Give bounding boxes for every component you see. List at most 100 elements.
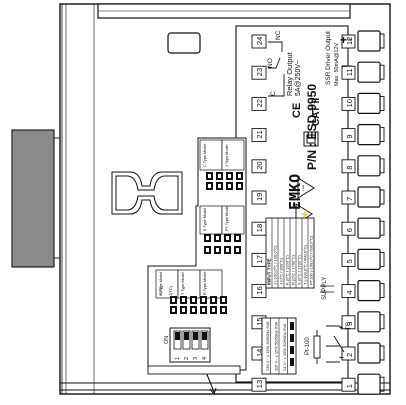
ce-mark: CE — [291, 103, 303, 118]
brand-name: EMKO — [286, 174, 304, 210]
terminal-box — [251, 65, 267, 80]
jumper-box — [221, 139, 245, 171]
screw-terminal — [357, 280, 381, 302]
warning-triangle-icon — [297, 177, 315, 199]
terminal-box — [341, 96, 356, 111]
side-connector-block — [11, 129, 55, 268]
terminal-box — [341, 190, 356, 205]
screw-terminal-column — [357, 30, 385, 395]
terminal-number: 19 — [255, 193, 264, 201]
input-table-row: J (0°C / 800°C) — [279, 257, 284, 285]
screw-terminal — [357, 155, 381, 177]
screw-terminal — [357, 92, 381, 115]
screw-terminal — [357, 217, 381, 239]
svg-text:!: ! — [302, 184, 304, 193]
ssr-minus: − — [341, 59, 348, 73]
bottom-terminal-column: 12 11 10 9 8 7 6 5 4 3 2 1 — [341, 34, 356, 392]
ssr-title: SSR Driver Output — [325, 31, 332, 85]
screw-terminal — [357, 30, 381, 52]
dip-key-number: 1 — [175, 357, 181, 360]
ssr-plus: + — [340, 33, 347, 47]
screw-terminal — [357, 61, 381, 83]
model-number: P/N : ESD-9950 — [305, 84, 319, 170]
sensor-symbols — [313, 325, 345, 364]
terminal-box — [341, 34, 356, 49]
terminal-box — [251, 284, 267, 299]
input-table-row: R (0°C / 1700°C) — [291, 254, 296, 285]
svg-text:−: − — [339, 353, 344, 362]
terminal-box — [341, 377, 356, 392]
terminal-number: 24 — [255, 37, 264, 45]
terminal-box — [251, 34, 267, 49]
terminal-number: 18 — [255, 224, 264, 232]
terminal-box — [341, 159, 356, 174]
terminal-number: 1 — [345, 384, 354, 388]
jumper-box-label: K Type Model — [203, 208, 207, 231]
relay-wiring — [268, 41, 285, 97]
jumper-box-label: T Type Model — [181, 272, 185, 295]
terminal-number: 7 — [345, 197, 354, 201]
supply-jumper — [290, 334, 294, 342]
top-window — [167, 32, 201, 54]
jumper-small-label: K(PT) — [158, 285, 163, 296]
screw-terminal — [357, 311, 381, 333]
terminal-box — [341, 346, 356, 361]
dip-key-number: 3 — [193, 357, 199, 360]
supply-table-row: 230 V~ ± 15% 50/60Hz 6VA — [265, 321, 270, 371]
terminal-number: 2 — [345, 353, 354, 357]
terminal-number: 21 — [255, 130, 264, 138]
terminal-number: 10 — [345, 99, 354, 107]
screw-terminal — [357, 123, 381, 146]
screw-terminal — [357, 373, 381, 395]
tc-label: TC — [346, 321, 352, 330]
terminal-number: 15 — [255, 317, 264, 325]
input-table-row: T (-100,0°C / 400,0°C) — [303, 245, 308, 285]
terminal-number: 4 — [345, 290, 354, 294]
terminal-number: 20 — [255, 161, 264, 169]
terminal-number: 12 — [345, 37, 354, 45]
terminal-number: 9 — [345, 134, 354, 138]
jumper-box-label: C Type Model — [203, 143, 207, 167]
jumper-box — [221, 205, 245, 235]
terminal-number: 16 — [255, 286, 264, 294]
svg-text:+: + — [339, 325, 343, 332]
relay-title: Relay Output — [285, 51, 294, 96]
terminal-number: 6 — [345, 228, 354, 232]
supply-note: SUPPLY — [322, 277, 328, 300]
input-table-row: PT100 (-100,0°C / 600,0°C) — [309, 235, 314, 285]
dip-on-label: ON — [164, 336, 170, 344]
terminal-number: 11 — [345, 68, 354, 76]
jumper-box-label: PT Type Model — [225, 205, 229, 231]
terminal-box — [251, 159, 267, 174]
supply-jumper — [290, 346, 294, 354]
supply-table-row: 24 V~ ± 15% 50/60Hz 6VA — [282, 323, 287, 371]
relay-c: C — [270, 91, 277, 96]
jumper-box-label: R Type Model — [203, 271, 207, 295]
screw-terminal — [357, 342, 381, 364]
supply-jumper — [290, 358, 294, 366]
jumper-box-label: S Type Model — [159, 272, 163, 295]
screw-terminal — [357, 186, 381, 208]
terminal-box — [251, 377, 267, 392]
terminal-number: 3 — [345, 322, 354, 326]
input-table-row: K (0°C / 1200°C) — [285, 254, 290, 285]
cat-label: CAT II — [311, 98, 322, 126]
terminal-number: 14 — [255, 349, 264, 357]
input-table-row: J (-100,0°C / 100,0°C) — [273, 245, 278, 285]
relay-nc: NC — [275, 30, 282, 40]
input-table-title: INPUT TYPE — [267, 258, 272, 285]
terminal-number: 8 — [345, 166, 354, 170]
svg-text:⚡: ⚡ — [300, 209, 310, 219]
supply-table-row: 115 V~ ± 15% 50/60Hz 6VA — [274, 321, 279, 371]
terminal-number: 23 — [255, 68, 264, 76]
relay-rating: 5A@250V~ — [295, 60, 302, 96]
terminal-box — [251, 96, 267, 111]
terminal-number: 5 — [345, 259, 354, 263]
supply-table: 230 V~ ± 15% 50/60Hz 6VA 115 V~ ± 15% 50/… — [261, 317, 297, 375]
input-table-row: S (0°C / 1700°C) — [297, 254, 302, 285]
